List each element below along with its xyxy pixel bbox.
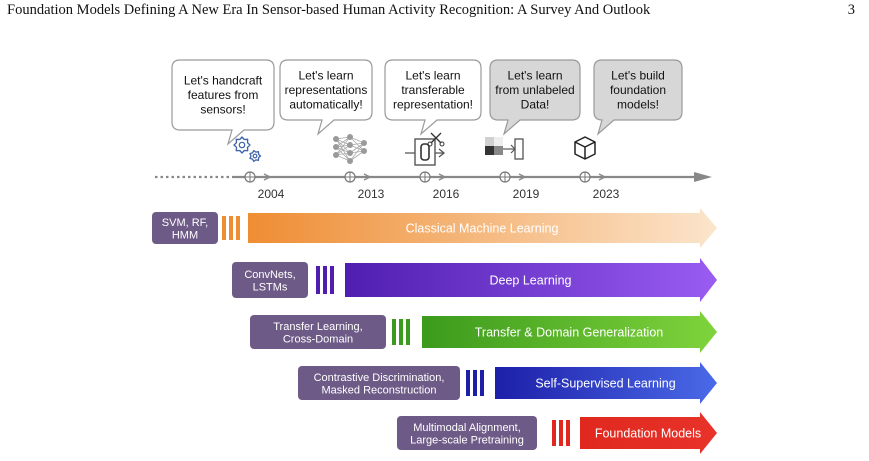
method-tag [152, 212, 218, 244]
method-tag-text: Transfer Learning, [273, 321, 362, 333]
year-label: 2013 [358, 187, 385, 201]
method-tag-text: SVM, RF, [162, 217, 208, 229]
bubble-text-line: foundation [610, 83, 666, 97]
year-label: 2019 [513, 187, 540, 201]
bubble-text-line: Let's learn [508, 69, 563, 83]
era-stripe [480, 370, 484, 396]
era-row: SVM, RF,HMM Classical Machine Learning [152, 208, 717, 248]
era-label: Deep Learning [489, 274, 571, 288]
bubble-text-line: from unlabeled [495, 83, 574, 97]
timeline-axis: 2004 2013 2016 2019 2023 [155, 171, 712, 201]
era-arrow [580, 412, 717, 454]
bubble-text-line: Let's build [611, 69, 665, 83]
bubble-text-line: features from [188, 88, 259, 102]
era-stripe [323, 266, 327, 294]
era-row: Transfer Learning,Cross-Domain Transfer &… [250, 311, 717, 353]
era-row: ConvNets,LSTMs Deep Learning [232, 258, 717, 302]
era-stripe [316, 266, 320, 294]
era-bands: SVM, RF,HMM Classical Machine LearningCon… [152, 208, 717, 454]
neural-network-icon [333, 134, 367, 164]
bubble-text-line: models! [617, 98, 659, 112]
era-row: Multimodal Alignment,Large-scale Pretrai… [397, 412, 717, 454]
era-stripe [552, 420, 556, 446]
era-stripe [229, 216, 233, 240]
gears-icon [233, 136, 262, 163]
milestone-icons [233, 132, 596, 166]
bubble-text-line: Data! [521, 98, 550, 112]
era-label: Foundation Models [595, 427, 701, 441]
bubble-text-line: sensors! [200, 103, 245, 117]
era-arrow [422, 311, 717, 353]
method-tag-text: Large-scale Pretraining [410, 434, 524, 446]
method-tag [250, 315, 386, 349]
era-stripe [236, 216, 240, 240]
era-label: Classical Machine Learning [406, 222, 559, 236]
method-tag-text: LSTMs [253, 281, 288, 293]
timeline-tick [419, 171, 446, 183]
bubble-shape [171, 59, 275, 146]
bubble-text-line: Let's learn [299, 69, 354, 83]
year-label: 2016 [433, 187, 460, 201]
era-stripe [406, 319, 410, 345]
year-label: 2004 [258, 187, 285, 201]
era-arrow [248, 208, 717, 248]
bubble-shape [593, 59, 683, 136]
method-tag-text: Contrastive Discrimination, [314, 372, 445, 384]
timeline-tick [344, 171, 371, 183]
method-tag [298, 366, 460, 400]
bubble-shape [489, 59, 581, 136]
bubble-text-line: transferable [401, 83, 465, 97]
method-tag-text: ConvNets, [244, 269, 295, 281]
era-label: Self-Supervised Learning [535, 377, 675, 391]
bubble-shape [384, 59, 482, 136]
method-tag-text: HMM [172, 229, 198, 241]
cube-icon [574, 136, 596, 160]
method-tag [232, 262, 308, 298]
method-tag-text: Cross-Domain [283, 333, 353, 345]
era-label: Transfer & Domain Generalization [475, 326, 664, 340]
era-arrow [495, 362, 717, 404]
bubble-text-line: representations [285, 83, 368, 97]
era-stripe [330, 266, 334, 294]
era-arrow [345, 258, 717, 302]
timeline-tick [499, 171, 526, 183]
timeline-tick [579, 171, 606, 183]
running-title: Foundation Models Defining A New Era In … [7, 2, 651, 18]
bubble-text-line: Let's learn [406, 69, 461, 83]
era-stripe [399, 319, 403, 345]
masked-blocks-icon [485, 137, 524, 160]
bubble-shape [279, 59, 373, 136]
bubble-text-line: Let's handcraft [184, 74, 263, 88]
transfer-model-icon [405, 132, 446, 166]
era-stripe [466, 370, 470, 396]
year-label: 2023 [593, 187, 620, 201]
era-stripe [392, 319, 396, 345]
era-stripe [222, 216, 226, 240]
page-number: 3 [847, 2, 855, 18]
method-tag-text: Masked Reconstruction [322, 384, 437, 396]
era-stripe [473, 370, 477, 396]
era-row: Contrastive Discrimination,Masked Recons… [298, 362, 717, 404]
method-tag-text: Multimodal Alignment, [413, 422, 521, 434]
era-stripe [559, 420, 563, 446]
era-stripe [566, 420, 570, 446]
axis-arrowhead [694, 172, 712, 182]
method-tag [397, 416, 537, 450]
bubble-text-line: representation! [393, 98, 473, 112]
timeline-tick [244, 171, 271, 183]
bubble-text-line: automatically! [289, 98, 362, 112]
